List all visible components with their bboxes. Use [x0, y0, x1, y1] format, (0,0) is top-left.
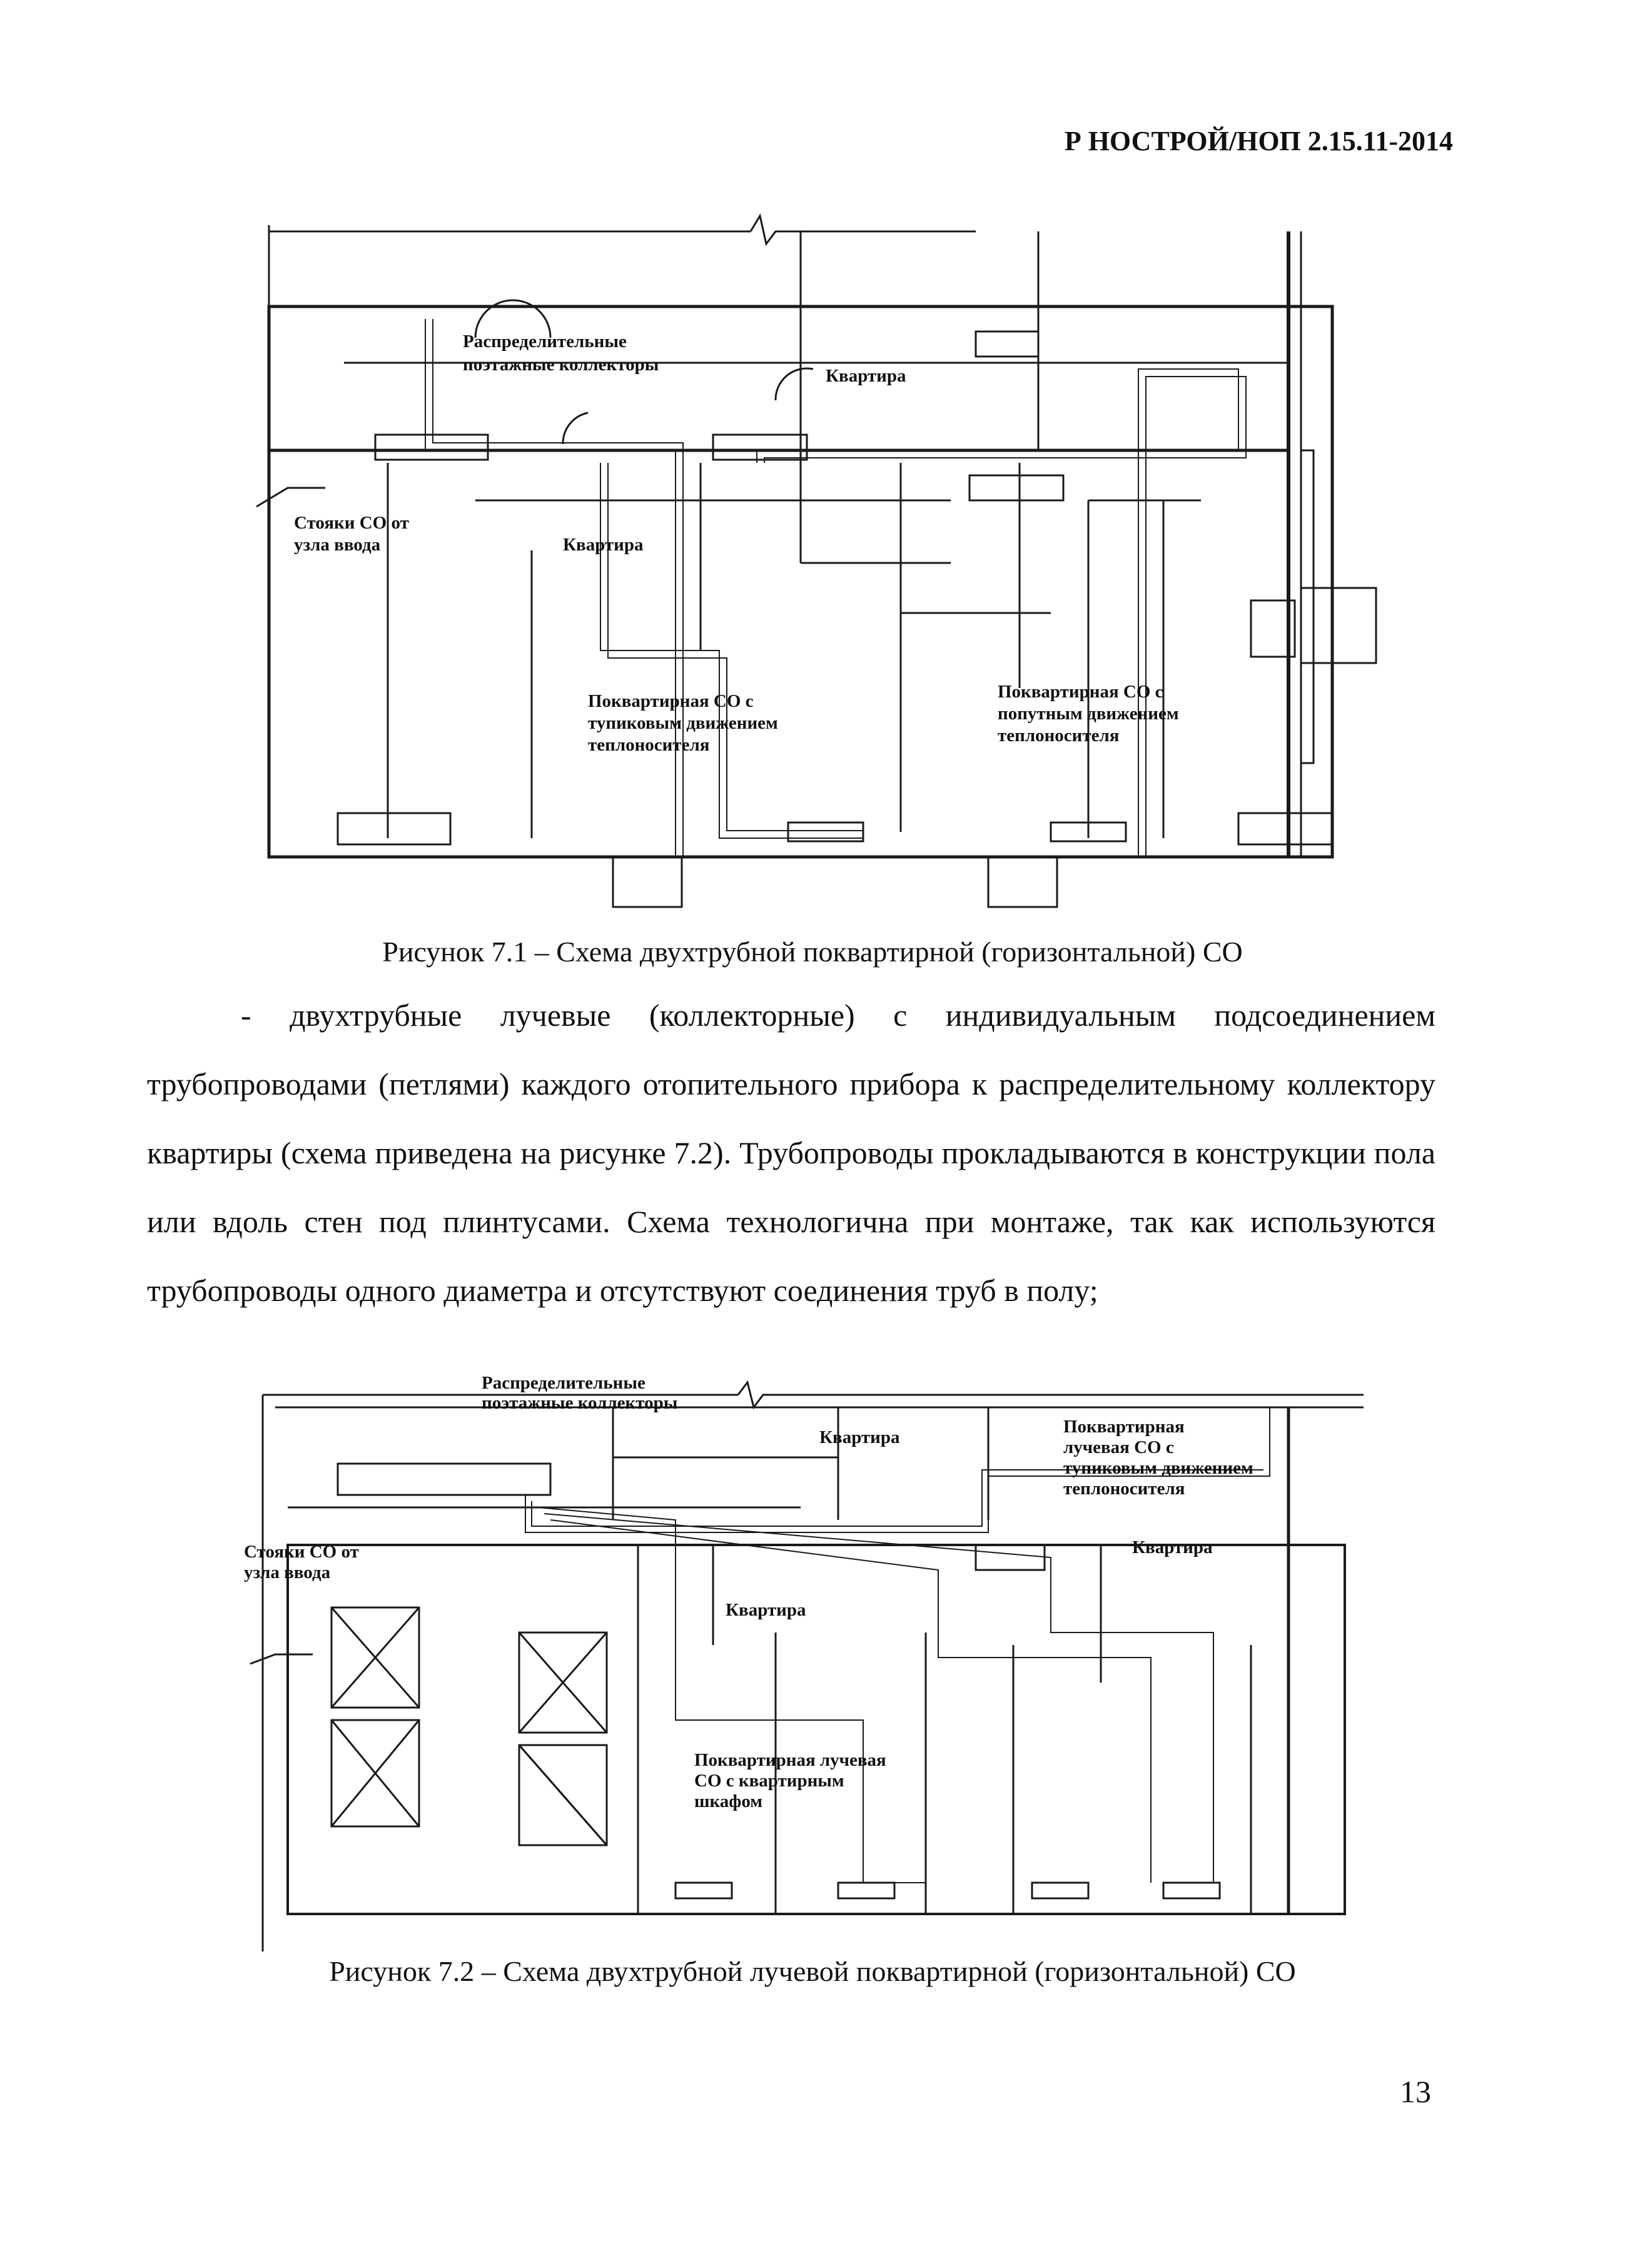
label-risers-1: Стояки СО от: [294, 513, 409, 533]
label-collectors-2: поэтажные коллекторы: [463, 355, 659, 375]
pipe-route: [425, 319, 676, 857]
figure-7-1-caption: Рисунок 7.1 – Схема двухтрубной покварти…: [382, 936, 1243, 968]
figure-7-2: Распределительные поэтажные коллекторы К…: [238, 1370, 1389, 1958]
label-risers-1: Стояки СО от: [244, 1542, 359, 1562]
label-collectors-1: Распределительные: [463, 332, 627, 352]
label-apartment-mid: Квартира: [563, 535, 644, 555]
window-box: [612, 856, 683, 908]
label-apartment-top: Квартира: [826, 366, 906, 386]
label-risers-2: узла ввода: [244, 1562, 331, 1582]
label-deadend-1: Поквартирная СО с: [588, 691, 754, 711]
radiator: [337, 812, 452, 846]
figure-7-2-caption: Рисунок 7.2 – Схема двухтрубной лучевой …: [329, 1955, 1296, 1987]
label-apartment-mid: Квартира: [726, 1600, 806, 1620]
break-mark: [749, 213, 976, 246]
label-cabinet-3: шкафом: [694, 1791, 762, 1811]
label-cabinet-1: Поквартирная лучевая: [694, 1750, 886, 1770]
label-deadend-3: теплоносителя: [588, 735, 709, 755]
floor-plan-drawing-radial: Распределительные поэтажные коллекторы К…: [244, 1373, 1364, 1952]
body-paragraph: - двухтрубные лучевые (коллекторные) с и…: [147, 981, 1435, 1325]
elevator-shaft: [330, 1606, 420, 1709]
label-risers-2: узла ввода: [294, 535, 381, 555]
label-apartment-right: Квартира: [1132, 1537, 1213, 1557]
label-apartment-top: Квартира: [819, 1427, 900, 1447]
label-radial-deadend-2: лучевая СО с: [1063, 1437, 1174, 1457]
label-cabinet-2: СО с квартирным: [694, 1771, 844, 1791]
outer-wall: [286, 1544, 1346, 1915]
label-collectors-2: поэтажные коллекторы: [482, 1393, 677, 1413]
pipe-route: [525, 1407, 1270, 1533]
label-radial-deadend-4: теплоносителя: [1063, 1479, 1185, 1499]
document-code-header: Р НОСТРОЙ/НОП 2.15.11-2014: [1064, 126, 1453, 156]
label-cocurrent-2: попутным движением: [998, 704, 1179, 724]
figure-7-1: Распределительные поэтажные коллекторы К…: [238, 213, 1389, 932]
label-radial-deadend-1: Поквартирная: [1063, 1417, 1185, 1437]
label-radial-deadend-3: тупиковым движением: [1063, 1458, 1253, 1478]
paragraph-text: - двухтрубные лучевые (коллекторные) с и…: [147, 998, 1435, 1308]
break-mark: [737, 1380, 1364, 1410]
radiator: [674, 1881, 733, 1900]
label-cocurrent-3: теплоносителя: [998, 726, 1119, 746]
label-cocurrent-1: Поквартирная СО с: [998, 682, 1163, 702]
floor-plan-drawing: Распределительные поэтажные коллекторы К…: [256, 213, 1377, 908]
floor-collector: [374, 433, 489, 461]
label-deadend-2: тупиковым движением: [588, 713, 778, 733]
label-collectors-1: Распределительные: [482, 1373, 645, 1393]
floor-collector: [337, 1462, 552, 1496]
page-number: 13: [1400, 2074, 1431, 2109]
